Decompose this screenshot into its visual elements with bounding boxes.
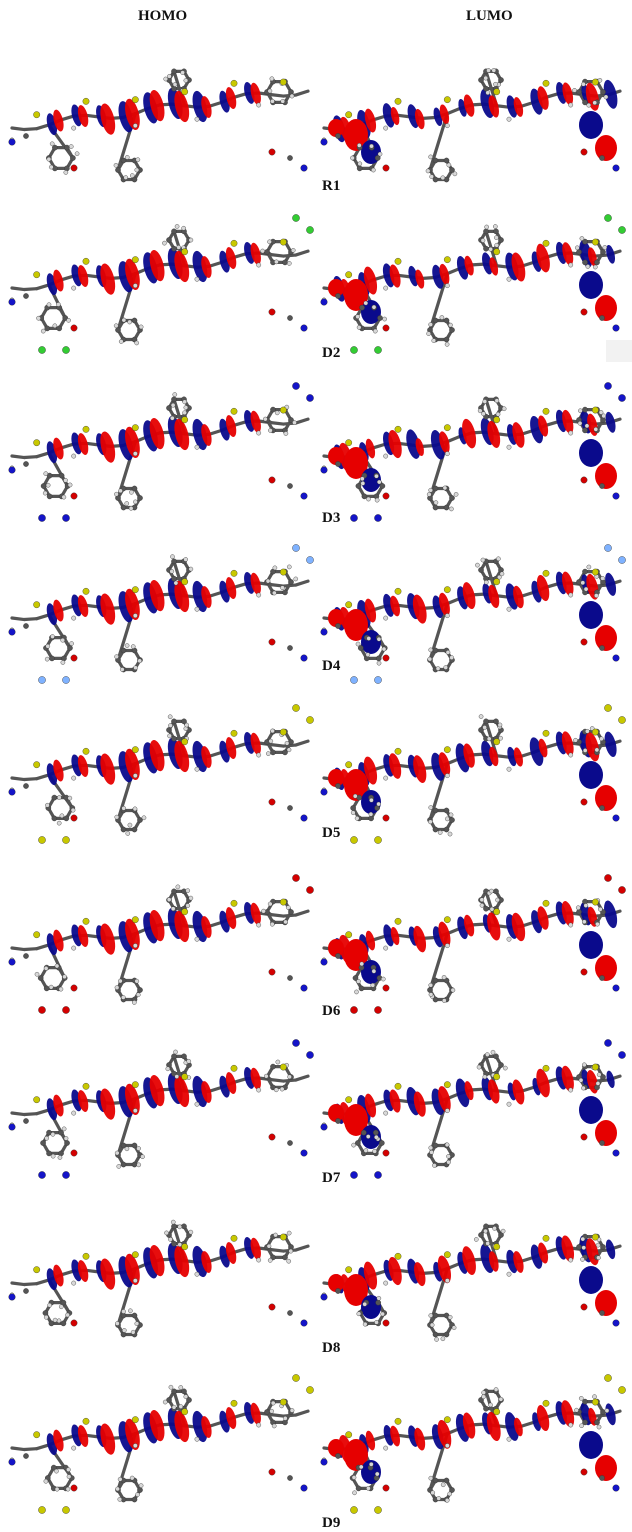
atoms (8, 1039, 314, 1179)
atoms (320, 68, 620, 183)
orbital-lobes (46, 572, 261, 626)
homo-orbital-image (4, 530, 316, 690)
homo-orbital-image (4, 200, 316, 360)
orbital-lobes (46, 732, 261, 786)
homo-orbital-image (4, 690, 316, 850)
atoms (8, 214, 314, 354)
lumo-orbital-image (316, 1195, 628, 1355)
atoms (8, 874, 314, 1014)
lumo-orbital-image (316, 530, 628, 690)
atoms (8, 704, 314, 844)
lumo-column-header: LUMO (466, 8, 513, 24)
lumo-orbital-image (316, 40, 628, 200)
atoms (8, 68, 308, 183)
lumo-orbital-image (316, 690, 628, 850)
lumo-orbital-image (316, 200, 628, 360)
orbital-lobes (328, 240, 617, 324)
orbital-lobes (46, 1402, 261, 1456)
homo-orbital-image (4, 1195, 316, 1355)
homo-orbital-image (4, 1360, 316, 1520)
atoms (8, 544, 314, 684)
molecule-label: D2 (322, 345, 341, 361)
scan-artifact (606, 340, 632, 362)
homo-orbital-image (4, 860, 316, 1020)
orbital-lobes (46, 242, 261, 296)
orbital-lobes (328, 1400, 617, 1484)
molecule-label: D9 (322, 1515, 341, 1531)
lumo-orbital-image (316, 1360, 628, 1520)
homo-orbital-image (4, 368, 316, 528)
molecule-label: R1 (322, 178, 341, 194)
atoms (320, 874, 626, 1014)
homo-orbital-image (4, 1025, 316, 1185)
atoms (320, 1223, 620, 1342)
orbital-lobes (328, 571, 617, 654)
orbital-lobes (328, 1235, 617, 1319)
homo-column-header: HOMO (138, 8, 188, 24)
atoms (320, 214, 626, 354)
atoms (320, 704, 626, 844)
homo-orbital-image (4, 40, 316, 200)
atoms (8, 382, 314, 522)
orbital-lobes (328, 730, 617, 814)
molecule-label: D5 (322, 825, 341, 841)
atoms (8, 1374, 314, 1514)
molecule-label: D8 (322, 1340, 341, 1356)
orbital-lobes (46, 1237, 261, 1291)
orbital-lobes (46, 82, 261, 136)
lumo-orbital-image (316, 368, 628, 528)
orbital-lobes (46, 1067, 261, 1121)
atoms (8, 1219, 308, 1338)
molecule-label: D6 (322, 1003, 341, 1019)
atoms (320, 382, 626, 522)
orbital-lobes (46, 410, 261, 464)
atoms (320, 1374, 626, 1514)
atoms (320, 1039, 626, 1179)
molecule-label: D4 (322, 658, 341, 674)
lumo-orbital-image (316, 1025, 628, 1185)
atoms (320, 544, 626, 684)
lumo-orbital-image (316, 860, 628, 1020)
molecule-label: D3 (322, 510, 341, 526)
orbital-lobes (46, 902, 261, 956)
molecule-label: D7 (322, 1170, 341, 1186)
